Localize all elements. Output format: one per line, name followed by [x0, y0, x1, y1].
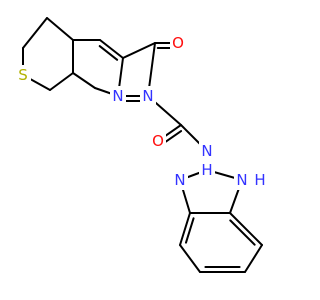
atom-s1-label: S [18, 66, 28, 84]
atom-n4-label: N [174, 171, 185, 189]
atom-n1-label: N [142, 87, 153, 105]
atom-n5: N [234, 170, 250, 190]
bond-27 [244, 244, 263, 273]
bond-24 [179, 212, 191, 246]
atom-n3: N [199, 141, 215, 161]
atom-o1-label: O [172, 34, 184, 52]
atom-o2-label: O [152, 132, 164, 150]
atom-s1: S [15, 65, 31, 85]
molecule-structure: S O N N O N H N N H [15, 17, 268, 273]
atom-h5: H [252, 170, 268, 190]
bond-25 [179, 244, 201, 273]
atom-o2: O [150, 131, 166, 151]
atom-n2-label: N [112, 87, 123, 105]
atom-n1: N [140, 86, 156, 106]
atom-n5-label: N [236, 171, 247, 189]
atom-o1: O [170, 33, 186, 53]
bond-7 [49, 72, 74, 91]
atom-n4: N [172, 170, 188, 190]
atom-label-layer: S O N N O N H N N H [15, 33, 268, 190]
bond-5 [99, 39, 124, 59]
bond-10 [22, 17, 48, 49]
bond-28 [229, 212, 263, 246]
double-bond-6 [229, 219, 256, 246]
bond-0 [46, 17, 74, 41]
bond-layer [22, 17, 263, 273]
double-bond-3 [162, 130, 183, 145]
double-bond-4 [184, 217, 195, 244]
bond-2 [72, 72, 96, 89]
double-bond-0 [98, 45, 119, 61]
atom-n3-label: N [201, 142, 212, 160]
atom-h3-label: H [201, 161, 212, 179]
bond-11 [122, 42, 156, 59]
atom-n2: N [110, 86, 126, 106]
atom-h3: H [199, 160, 215, 180]
atom-h5-label: H [254, 171, 265, 189]
